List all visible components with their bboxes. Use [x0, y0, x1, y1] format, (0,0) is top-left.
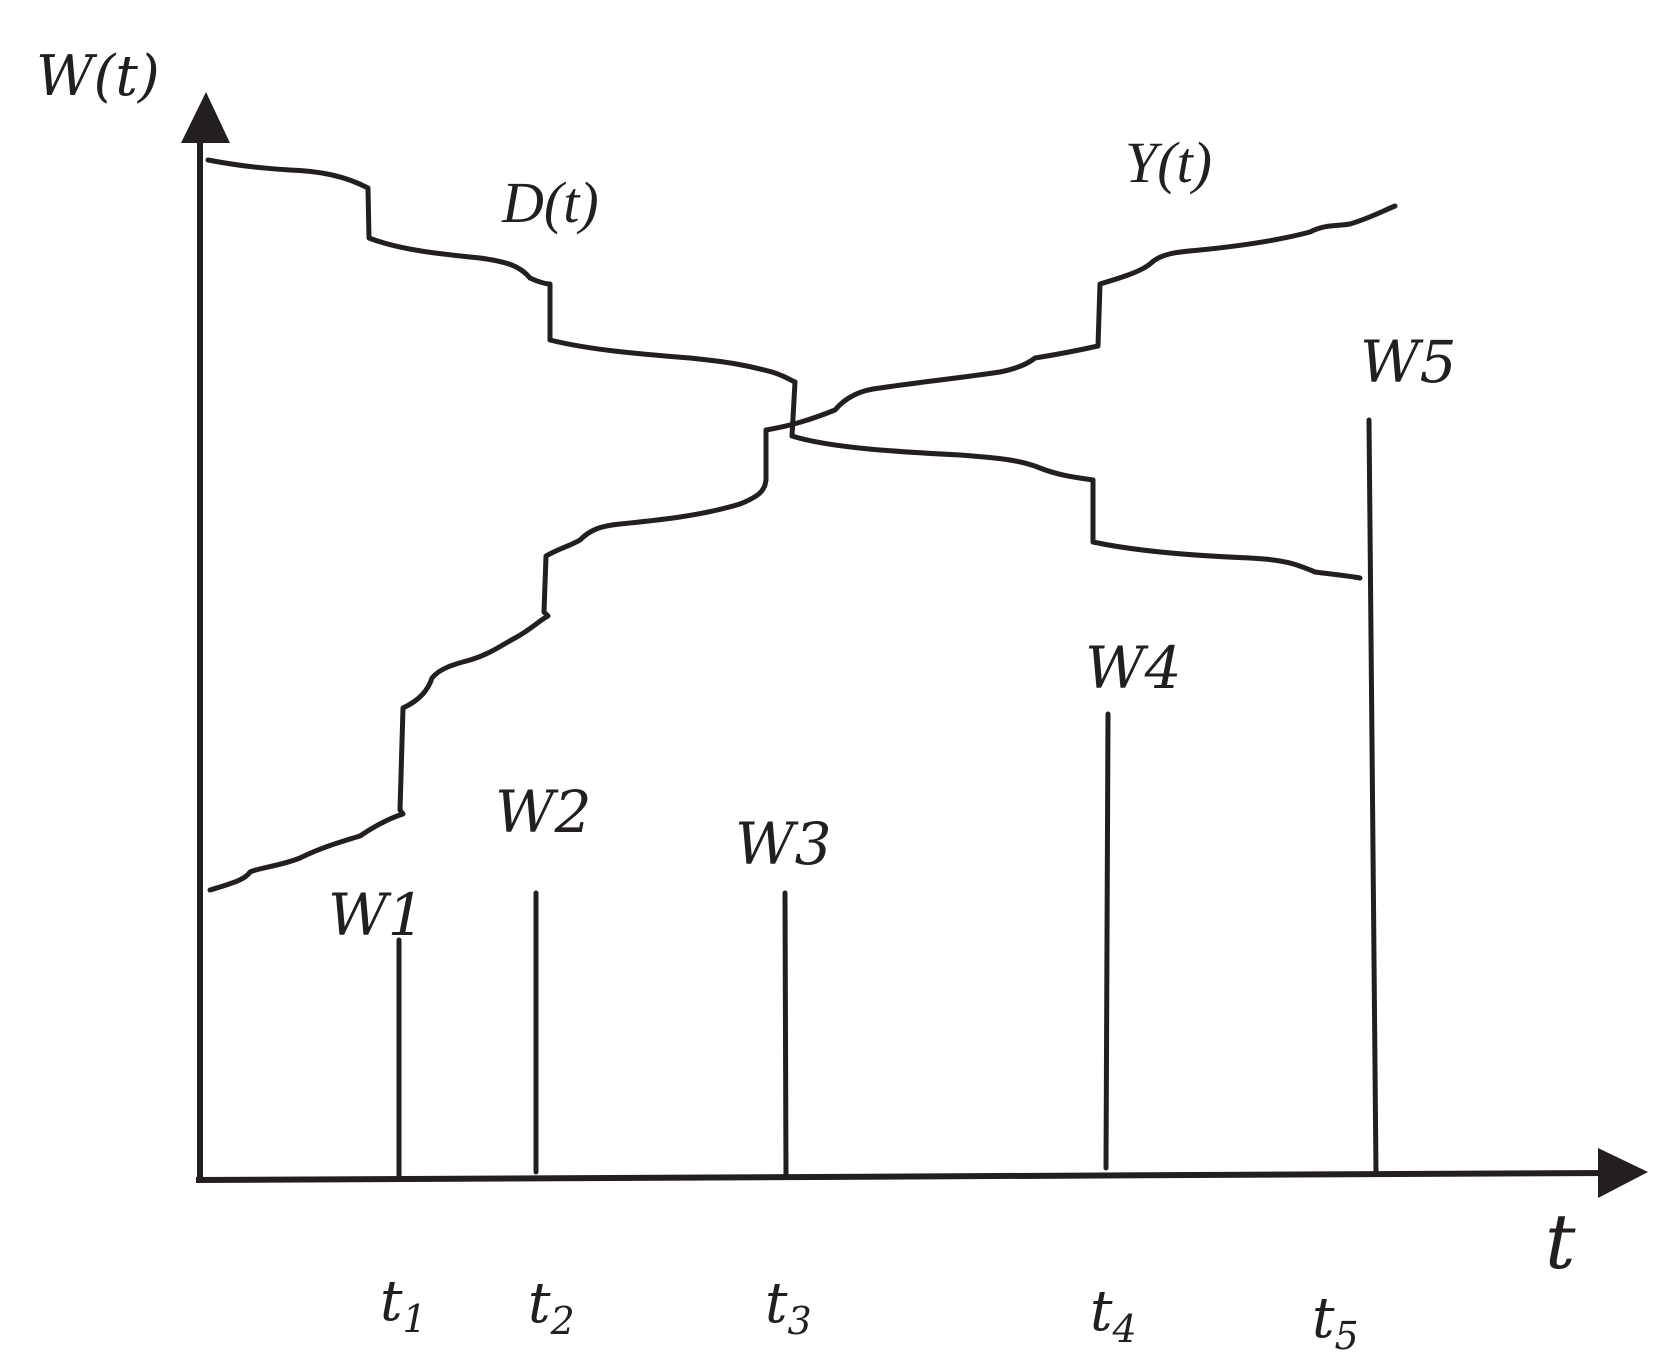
- time-label-5-base: t: [1312, 1286, 1335, 1351]
- d-curve: [205, 157, 1363, 581]
- time-label-1: t1: [380, 1269, 427, 1341]
- time-label-4-sub: 4: [1112, 1307, 1137, 1351]
- x-axis: [195, 1170, 1611, 1183]
- event-line-4: [1103, 711, 1111, 1171]
- time-label-3-sub: 3: [788, 1299, 812, 1343]
- event-line-5: [1366, 417, 1379, 1177]
- time-label-4: t4: [1090, 1279, 1137, 1351]
- event-lines: [396, 417, 1379, 1181]
- y-curve: [207, 203, 1398, 893]
- weight-label-2: W2: [495, 778, 592, 846]
- time-label-3: t3: [765, 1271, 812, 1343]
- weight-label-4: W4: [1085, 634, 1182, 702]
- x-axis-label: t: [1545, 1197, 1576, 1286]
- time-label-1-base: t: [380, 1269, 403, 1334]
- x-axis-arrowhead: [1598, 1148, 1648, 1198]
- y-axis-label: W(t): [36, 44, 160, 109]
- d-curve-label: D(t): [501, 170, 599, 235]
- time-label-5: t5: [1312, 1286, 1359, 1358]
- y-curve-label: Y(t): [1125, 130, 1212, 195]
- time-label-2-base: t: [528, 1271, 551, 1336]
- y-axis-arrowhead: [181, 92, 230, 143]
- time-label-1-sub: 1: [403, 1297, 427, 1341]
- time-label-4-base: t: [1090, 1279, 1113, 1344]
- time-label-5-sub: 5: [1335, 1314, 1359, 1358]
- weight-label-1: W1: [328, 881, 425, 949]
- time-label-2-sub: 2: [550, 1299, 575, 1343]
- time-label-2: t2: [528, 1271, 575, 1343]
- weight-label-3: W3: [735, 810, 832, 878]
- weight-label-5: W5: [1360, 328, 1457, 396]
- event-line-3: [782, 890, 789, 1180]
- time-label-3-base: t: [765, 1271, 788, 1336]
